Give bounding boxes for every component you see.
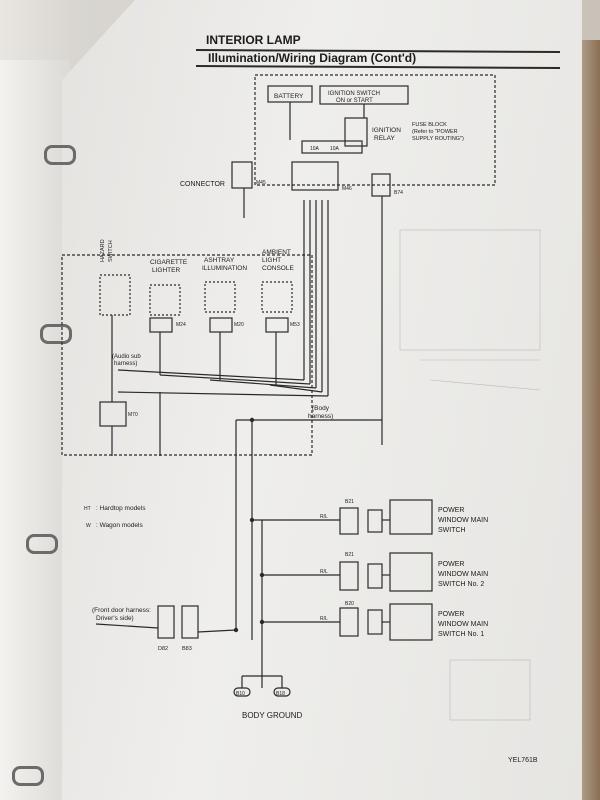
connector-label: CONNECTOR bbox=[180, 181, 225, 188]
light-label: LIGHT bbox=[262, 257, 281, 264]
left-page-edge bbox=[0, 60, 70, 800]
fuse-a: 10A bbox=[310, 146, 320, 152]
wire-rl-2: R/L bbox=[320, 569, 328, 575]
conn-m46: M46 bbox=[342, 186, 352, 192]
conn-b83: B83 bbox=[182, 646, 192, 652]
legend-ht-text: : Hardtop models bbox=[96, 505, 146, 512]
hazard-label: HAZARD bbox=[100, 239, 106, 262]
pwm2-label: POWER bbox=[438, 561, 464, 568]
console-label: CONSOLE bbox=[262, 265, 294, 272]
section-title: INTERIOR LAMP bbox=[206, 33, 301, 47]
body-ground-label: BODY GROUND bbox=[242, 711, 303, 720]
conn-b10: B10 bbox=[236, 691, 245, 697]
relay-label: IGNITION bbox=[372, 127, 401, 134]
conn-m53: M53 bbox=[290, 322, 300, 328]
fuse-block-ref: (Refer to "POWER bbox=[412, 129, 458, 135]
wire-rl-1: R/L bbox=[320, 514, 328, 520]
audio-harness-label: (Audio sub bbox=[112, 354, 141, 360]
conn-b21-a: B21 bbox=[345, 499, 354, 505]
conn-b18: B18 bbox=[276, 691, 285, 697]
conn-m20: M20 bbox=[234, 322, 244, 328]
conn-m24: M24 bbox=[176, 322, 186, 328]
hazard-label-2: SWITCH bbox=[108, 240, 114, 262]
pwm-label: POWER bbox=[438, 507, 464, 514]
pwm2-label-2: WINDOW MAIN bbox=[438, 571, 488, 578]
front-door-label-2: Driver's side) bbox=[96, 615, 134, 622]
legend-w-text: : Wagon models bbox=[96, 522, 143, 529]
pwm1-label-3: SWITCH No. 1 bbox=[438, 631, 484, 638]
ignition-switch-label: IGNITION SWITCH bbox=[328, 91, 380, 97]
ignition-switch-state: ON or START bbox=[336, 98, 373, 104]
binder-ring bbox=[44, 145, 76, 165]
manual-page bbox=[62, 0, 582, 800]
cigarette-label: CIGARETTE bbox=[150, 259, 188, 266]
binder-ring bbox=[40, 324, 72, 344]
conn-b21-b: B21 bbox=[345, 552, 354, 558]
conn-m45: M45 bbox=[256, 180, 266, 186]
pwm-label-3: SWITCH bbox=[438, 527, 466, 534]
binder-ring bbox=[26, 534, 58, 554]
body-harness-label-2: harness) bbox=[308, 413, 333, 420]
legend-w-code: W bbox=[86, 523, 91, 529]
conn-b20: B20 bbox=[345, 601, 354, 607]
fuse-b: 10A bbox=[330, 146, 340, 152]
conn-b74: B74 bbox=[394, 190, 403, 196]
diagram-code: YEL761B bbox=[508, 757, 538, 764]
audio-harness-label-2: harness) bbox=[114, 361, 137, 367]
body-harness-label: (Body bbox=[312, 405, 330, 412]
illumination-label: ILLUMINATION bbox=[202, 265, 247, 272]
pwm-label-2: WINDOW MAIN bbox=[438, 517, 488, 524]
battery-label: BATTERY bbox=[274, 93, 304, 100]
legend-ht-code: HT bbox=[84, 506, 91, 512]
binder-ring bbox=[12, 766, 44, 786]
front-door-label: (Front door harness: bbox=[92, 607, 151, 614]
fuse-block-ref-2: SUPPLY ROUTING") bbox=[412, 136, 464, 142]
fuse-block-label: FUSE BLOCK bbox=[412, 122, 447, 128]
ambient-label: AMBIENT bbox=[262, 249, 291, 256]
page-title: Illumination/Wiring Diagram (Cont'd) bbox=[208, 51, 416, 65]
pwm1-label-2: WINDOW MAIN bbox=[438, 621, 488, 628]
pwm2-label-3: SWITCH No. 2 bbox=[438, 581, 484, 588]
ashtray-label: ASHTRAY bbox=[204, 257, 235, 264]
conn-d82: D82 bbox=[158, 646, 168, 652]
conn-m70: M70 bbox=[128, 412, 138, 418]
lighter-label: LIGHTER bbox=[152, 267, 180, 274]
pwm1-label: POWER bbox=[438, 611, 464, 618]
relay-label-2: RELAY bbox=[374, 135, 395, 142]
wire-rl-3: R/L bbox=[320, 616, 328, 622]
